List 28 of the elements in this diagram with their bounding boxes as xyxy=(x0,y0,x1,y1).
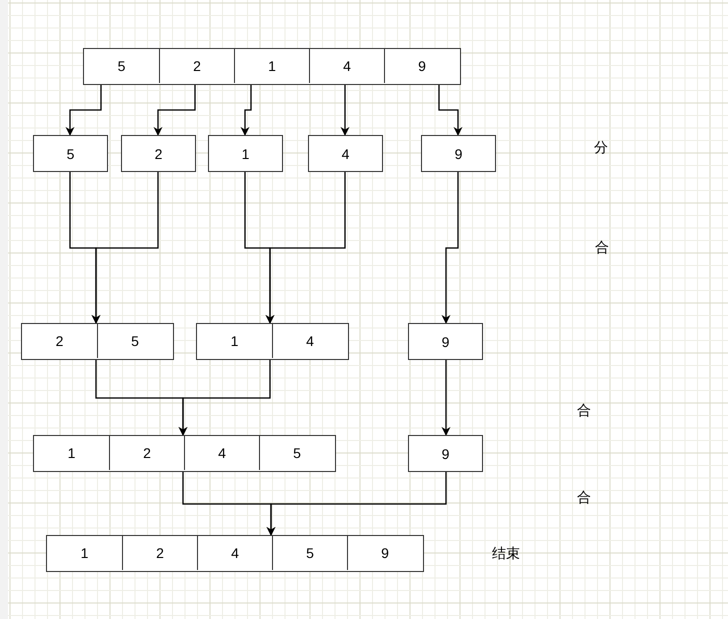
arrow xyxy=(266,472,447,536)
array-cell: 9 xyxy=(408,435,483,472)
arrow xyxy=(240,83,252,136)
array-cell: 5 xyxy=(33,135,108,172)
array-cell: 9 xyxy=(421,135,496,172)
arrow xyxy=(266,172,346,324)
arrow xyxy=(92,172,159,324)
arrow xyxy=(442,172,459,324)
array-box xyxy=(46,535,424,572)
stage-label: 合 xyxy=(577,402,591,420)
array-box xyxy=(21,323,174,360)
array-box xyxy=(196,323,349,360)
array-box xyxy=(33,435,336,472)
arrow xyxy=(178,360,271,436)
array-cell: 9 xyxy=(408,323,483,360)
arrow xyxy=(154,83,196,136)
arrow xyxy=(66,83,102,136)
array-cell: 1 xyxy=(208,135,283,172)
stage-label: 结束 xyxy=(492,545,520,563)
array-cell: 2 xyxy=(121,135,196,172)
arrow xyxy=(438,83,462,136)
array-cell: 4 xyxy=(308,135,383,172)
arrow xyxy=(340,83,350,136)
stage-label: 分 xyxy=(594,139,608,157)
array-box xyxy=(83,48,461,85)
arrow xyxy=(442,360,450,436)
stage-label: 合 xyxy=(577,489,591,507)
stage-label: 合 xyxy=(595,239,609,257)
